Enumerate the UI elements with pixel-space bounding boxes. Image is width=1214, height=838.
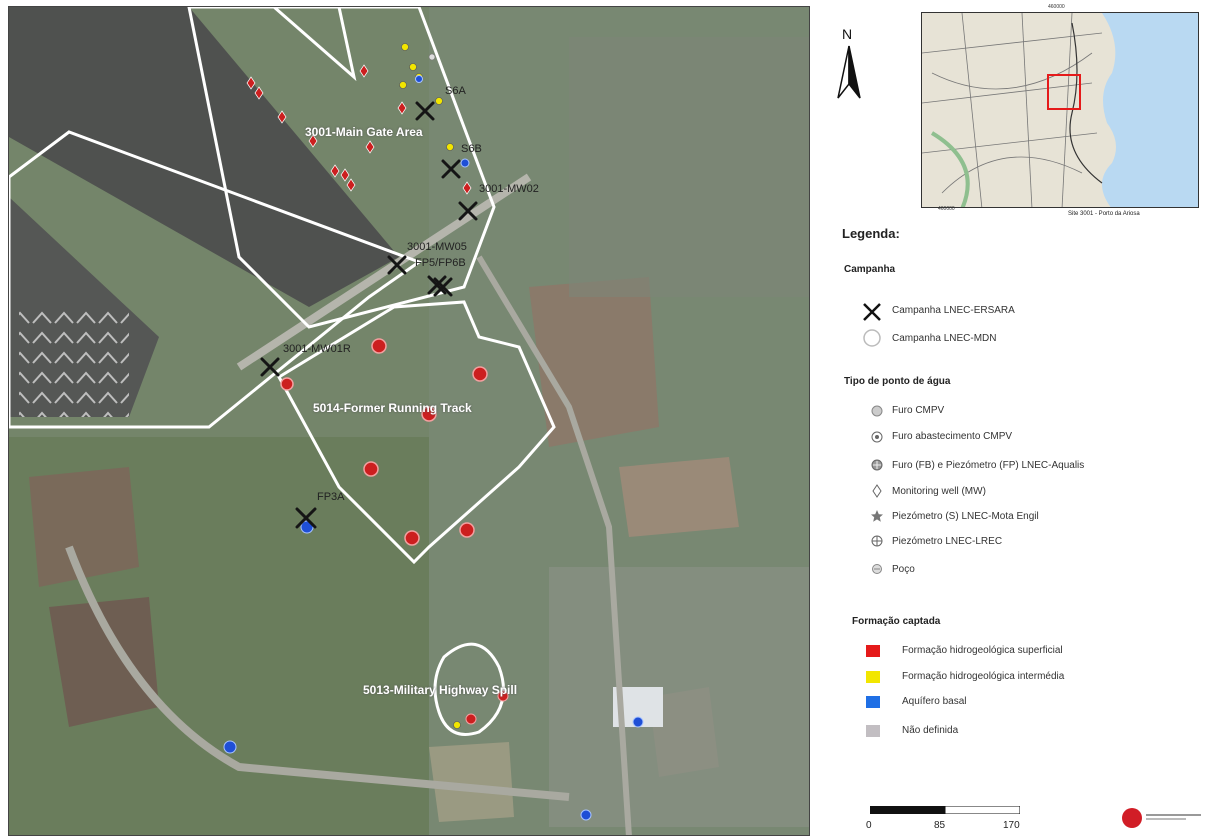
legend-point-type-6: Poço xyxy=(892,564,915,575)
area-label-main-gate: 3001-Main Gate Area xyxy=(305,125,423,139)
tarmac xyxy=(9,7,399,307)
brown-field xyxy=(49,597,159,727)
point-label-mw01r: 3001-MW01R xyxy=(283,343,351,355)
point-label-mw02: 3001-MW02 xyxy=(479,183,539,195)
inset-location-map xyxy=(921,12,1199,208)
legend-point-type-4: Piezómetro (S) LNEC-Mota Engil xyxy=(892,511,1039,522)
furo-piezometro-aqualis-icon xyxy=(871,459,883,471)
field xyxy=(429,742,514,822)
point-label-fp3a: FP3A xyxy=(317,491,345,503)
legend-point-type-0: Furo CMPV xyxy=(892,405,945,416)
scale-tick-0: 0 xyxy=(866,820,872,831)
inset-coord-bottom: 460000 xyxy=(938,206,955,212)
north-arrow-icon xyxy=(837,45,861,99)
poco-icon xyxy=(872,564,882,574)
map-graphics xyxy=(9,7,809,835)
swatch-intermedia xyxy=(866,671,880,683)
scale-bar xyxy=(870,806,1020,814)
swatch-nao-definida xyxy=(866,725,880,737)
area-label-military-highway: 5013-Military Highway Spill xyxy=(363,683,518,697)
monitoring-well-icon xyxy=(872,484,882,498)
furo-abastecimento-icon xyxy=(871,431,883,443)
area-label-running-track: 5014-Former Running Track xyxy=(313,401,472,415)
boundary-military-highway xyxy=(433,642,505,736)
piezometro-mota-engil-icon xyxy=(871,510,883,522)
legend-point-type-1: Furo abastecimento CMPV xyxy=(892,431,1013,442)
boundary-airfield xyxy=(9,130,423,429)
swatch-superficial xyxy=(866,645,880,657)
road xyxy=(476,255,632,835)
legend-point-type-3: Monitoring well (MW) xyxy=(892,486,986,497)
boundary-main-gate xyxy=(187,7,496,329)
piezometro-lrec-icon xyxy=(871,535,883,547)
boundary-running-track xyxy=(276,300,556,565)
inset-coord-top: 460000 xyxy=(1048,4,1065,10)
legend-section-formation: Formação captada xyxy=(852,616,941,627)
legend-section-point-type: Tipo de ponto de água xyxy=(844,376,951,387)
grey-marker xyxy=(428,53,436,61)
logo-wordmark xyxy=(1146,814,1201,820)
brown-field xyxy=(619,457,739,537)
campaign-ersara-icon xyxy=(863,303,881,321)
legend-campaign-mdn: Campanha LNEC-MDN xyxy=(892,333,997,344)
inset-site-box xyxy=(1047,74,1081,110)
scale-tick-1: 85 xyxy=(934,820,946,831)
legend-formation-0: Formação hidrogeológica superficial xyxy=(902,645,1063,656)
sea xyxy=(1102,13,1198,207)
legend-campaign-ersara: Campanha LNEC-ERSARA xyxy=(892,305,1015,316)
campaign-ersara-markers xyxy=(260,101,478,529)
legend-formation-2: Aquífero basal xyxy=(902,696,967,707)
furo-cmpv-icon xyxy=(871,405,883,417)
point-label-s6b: S6B xyxy=(461,143,482,155)
road xyxy=(236,173,532,371)
north-label: N xyxy=(842,26,853,42)
legend-point-type-5: Piezómetro LNEC-LREC xyxy=(892,536,1003,547)
legend-point-type-2: Furo (FB) e Piezómetro (FP) LNEC-Aqualis xyxy=(892,460,1085,471)
piezometer-markers xyxy=(280,338,509,725)
point-label-fp: FP5/FP6B xyxy=(415,257,466,269)
road xyxy=(65,545,570,801)
swatch-basal xyxy=(866,696,880,708)
inset-graphics xyxy=(922,13,1198,207)
brown-field xyxy=(29,467,139,587)
legend-section-campaign: Campanha xyxy=(844,264,896,275)
point-label-mw05: 3001-MW05 xyxy=(407,241,467,253)
scale-tick-2: 170 xyxy=(1003,820,1020,831)
brown-field xyxy=(529,277,659,447)
boundary-north xyxy=(271,7,357,82)
point-label-s6a: S6A xyxy=(445,85,466,97)
lnec-logo xyxy=(1122,808,1142,828)
legend-formation-3: Não definida xyxy=(902,725,959,736)
campaign-mdn-icon xyxy=(863,329,881,347)
monitoring-well-markers xyxy=(246,64,472,195)
legend-title: Legenda: xyxy=(842,226,900,241)
inset-caption: Site 3001 - Porto da Ariosa xyxy=(1068,211,1140,217)
legend-formation-1: Formação hidrogeológica intermédia xyxy=(902,671,1065,682)
aerial-map[interactable]: 3001-Main Gate Area 5014-Former Running … xyxy=(8,6,810,836)
